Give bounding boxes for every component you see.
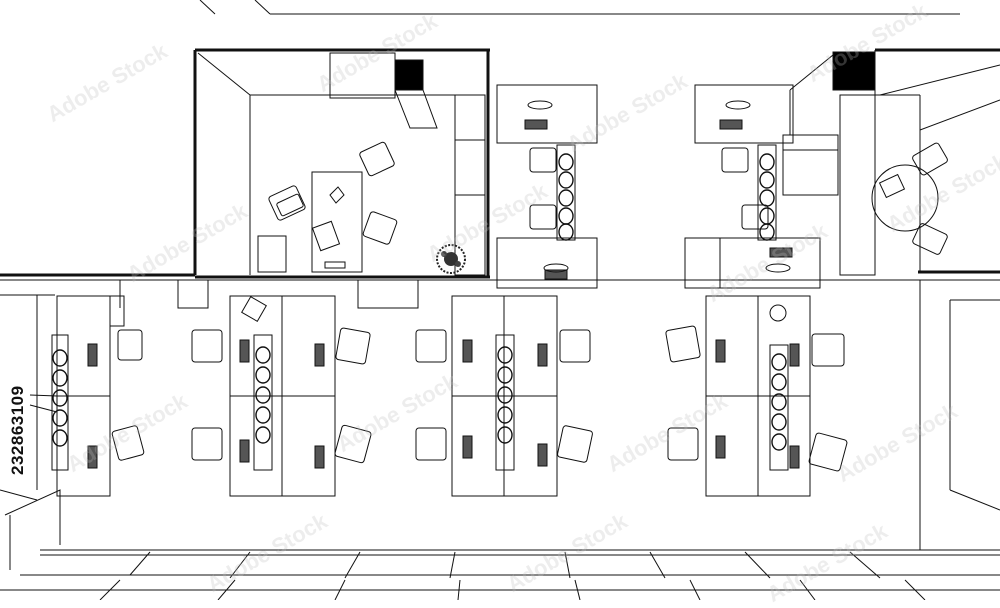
manager-office xyxy=(197,52,486,276)
ceiling-lines xyxy=(199,0,960,15)
sideboard xyxy=(454,94,486,276)
desk-block xyxy=(665,295,848,497)
window-wall xyxy=(0,549,1000,600)
desk-block xyxy=(415,295,593,497)
office-chair xyxy=(268,185,306,221)
meeting-room xyxy=(789,50,1000,276)
executive-desk xyxy=(311,171,363,273)
laptop xyxy=(311,220,341,252)
column-block xyxy=(832,51,876,91)
visitor-chair xyxy=(362,211,398,245)
stock-id-label: 232863109 xyxy=(8,385,27,475)
desk-block xyxy=(29,295,145,497)
desk-block xyxy=(191,295,372,497)
workstation-cluster-a xyxy=(496,84,598,289)
partition-walls xyxy=(0,48,1000,279)
round-table xyxy=(871,164,939,232)
workstation-cluster-b xyxy=(684,84,839,289)
potted-plant xyxy=(436,244,466,274)
column-block xyxy=(394,59,424,91)
open-office-boundary xyxy=(0,279,1000,570)
visitor-chair xyxy=(359,141,395,177)
